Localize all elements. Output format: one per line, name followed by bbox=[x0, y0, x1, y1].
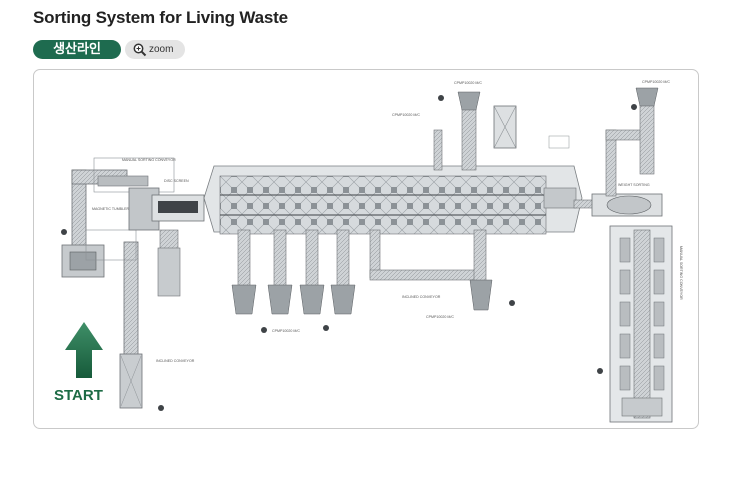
start-label: START bbox=[54, 387, 103, 404]
start-arrow-icon bbox=[65, 322, 103, 378]
sorting-system-diagram: INCLINED CONVEYOR MANUAL SORTING CONVEYO… bbox=[61, 80, 683, 423]
weight-sorting-label: WEIGHT SORTING bbox=[618, 183, 650, 187]
zoom-button[interactable]: zoom bbox=[125, 40, 185, 59]
manual-sorting-label: MANUAL SORTING CONVEYOR bbox=[679, 246, 683, 300]
inclined-conveyor-label: INCLINED CONVEYOR bbox=[156, 359, 195, 363]
disc-screen-unit bbox=[128, 187, 205, 297]
diagram-frame: INCLINED CONVEYOR MANUAL SORTING CONVEYO… bbox=[33, 69, 699, 429]
inclined-conveyor-2-label: INCLINED CONVEYOR bbox=[402, 295, 441, 299]
cpmp-label-top-right: CPMP10020 M/C bbox=[642, 80, 670, 84]
disc-screen-label: DISC SCREEN bbox=[164, 179, 189, 183]
zoom-label: zoom bbox=[149, 44, 174, 55]
zoom-icon bbox=[133, 43, 147, 57]
manual-sorting-column bbox=[609, 225, 673, 423]
worker-markers bbox=[61, 95, 637, 411]
bottom-chutes bbox=[231, 229, 356, 315]
cpmp-label-top-left: CPMP10020 M/C bbox=[392, 113, 420, 117]
cpmp-label-bottom-left: CPMP10020 M/C bbox=[272, 329, 300, 333]
manual-sorting-conveyor-label: MANUAL SORTING CONVEYOR bbox=[122, 158, 176, 162]
inclined-conveyor-left bbox=[119, 241, 143, 409]
magnetic-tumbler-label: MAGNETIC TUMBLER bbox=[92, 207, 129, 211]
top-units bbox=[433, 91, 517, 171]
inclined-conveyor-center bbox=[369, 229, 493, 311]
page-title: Sorting System for Living Waste bbox=[33, 8, 288, 27]
main-sorting-hall bbox=[203, 165, 583, 235]
cpmp-label-center: CPMP10020 M/C bbox=[426, 315, 454, 319]
hopper-unit bbox=[61, 157, 175, 278]
right-section bbox=[548, 87, 663, 217]
cpmp-label-top-center: CPMP10020 M/C bbox=[454, 81, 482, 85]
production-line-tab[interactable]: 생산라인 bbox=[33, 40, 121, 59]
